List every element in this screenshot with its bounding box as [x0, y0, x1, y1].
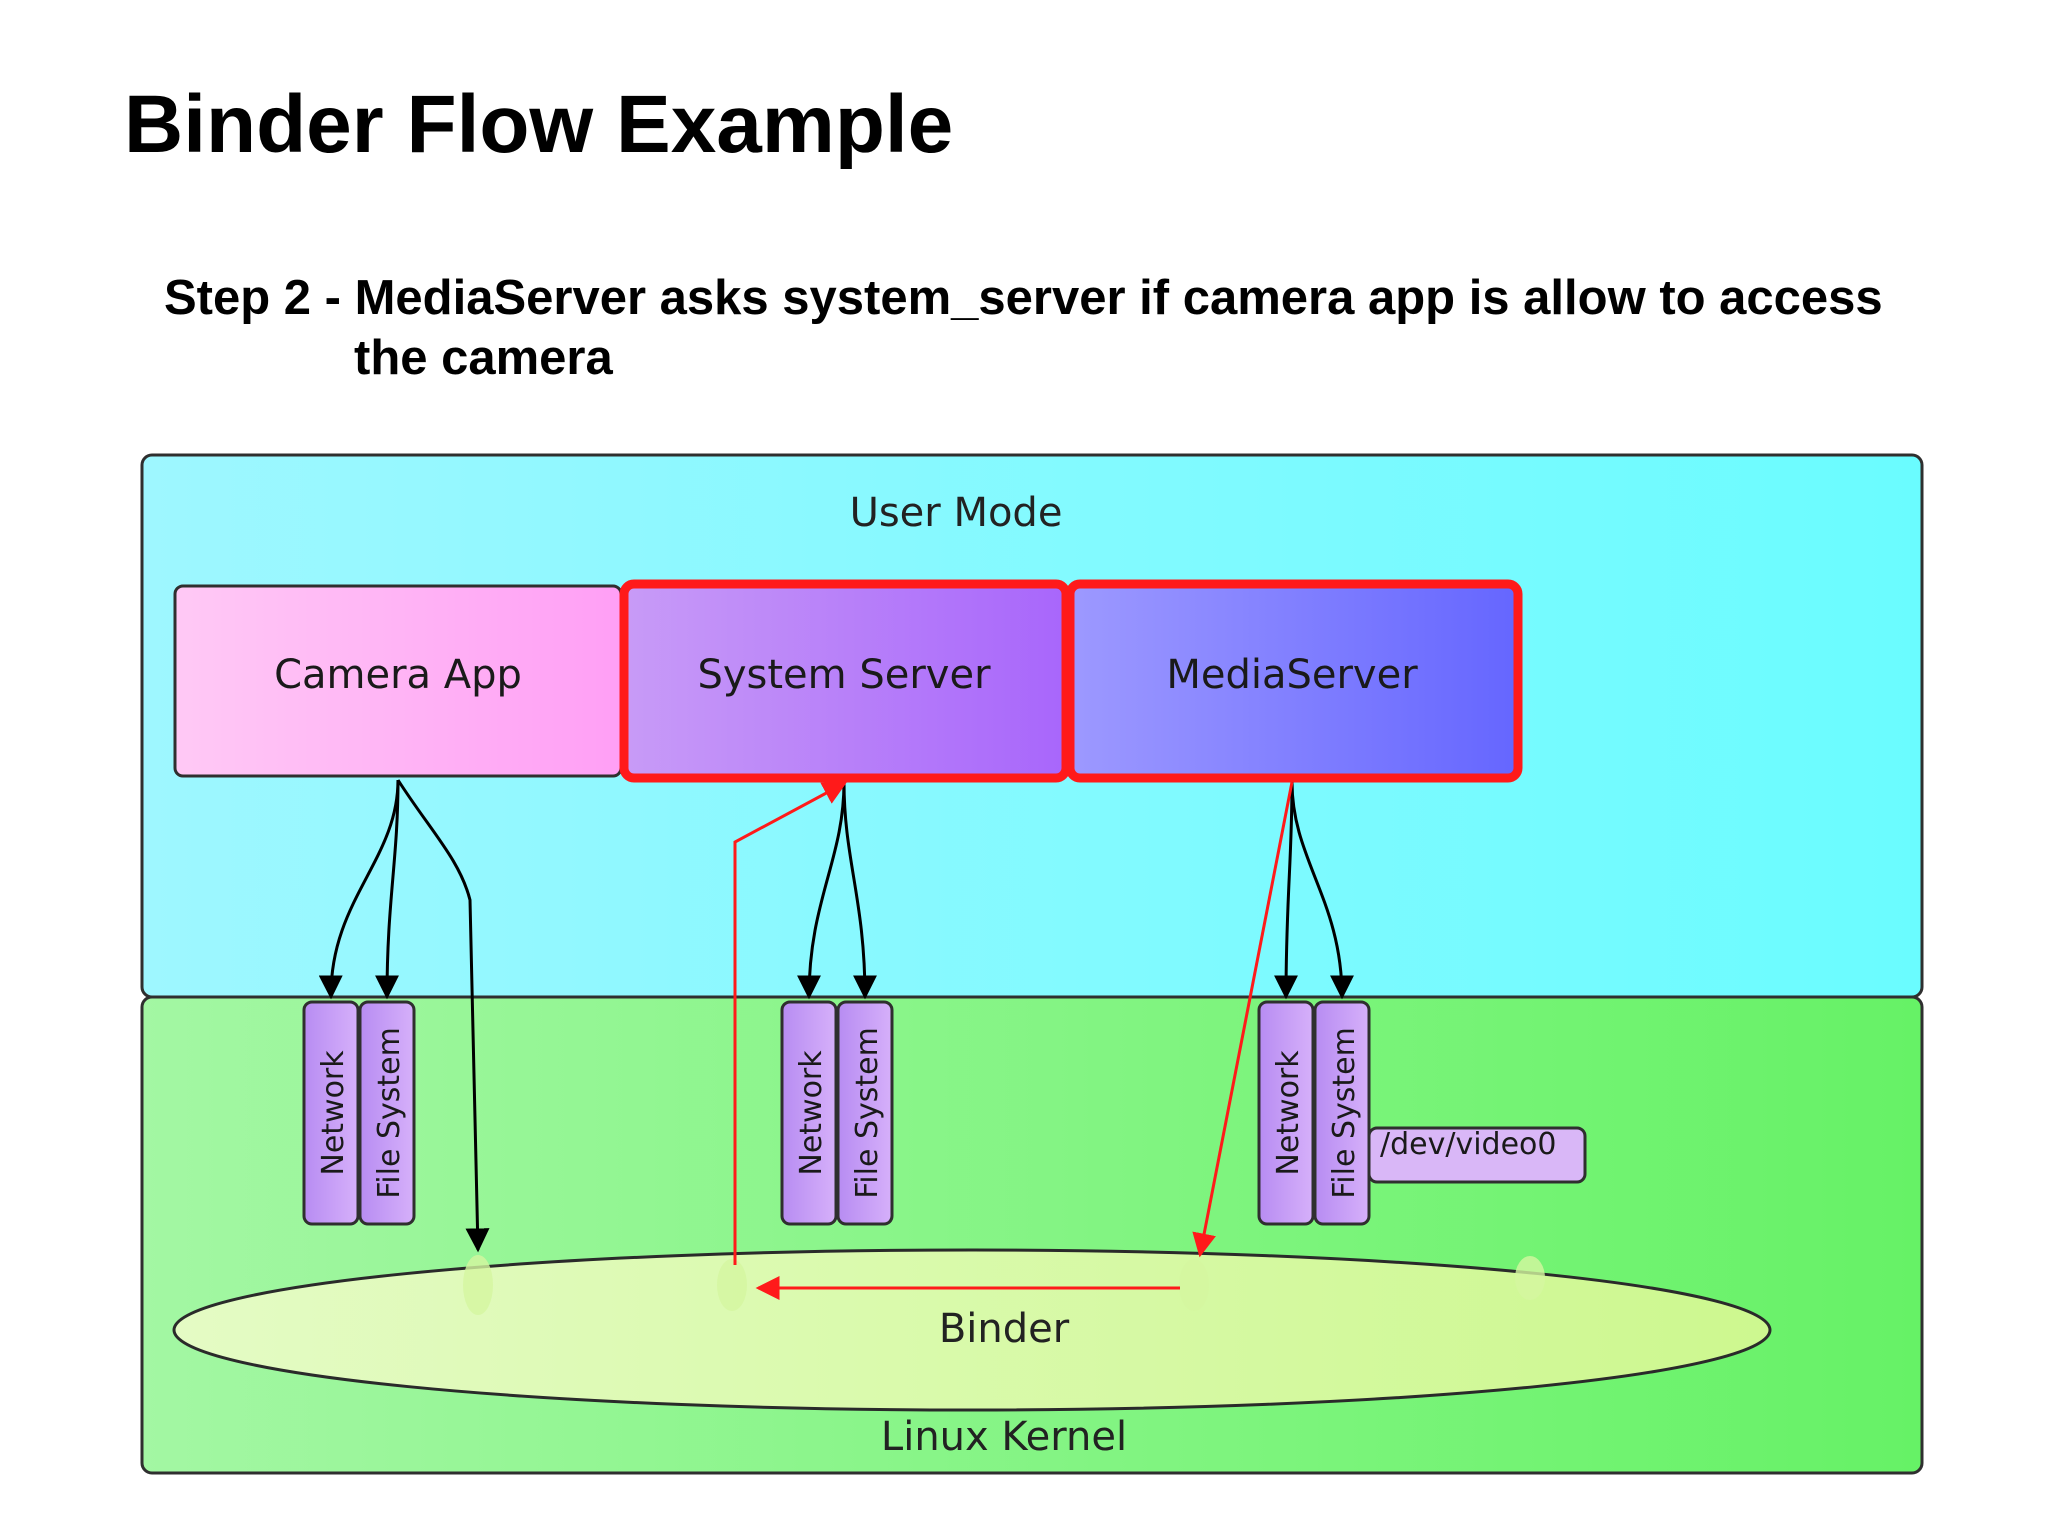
dev-video0-box [1367, 1126, 1587, 1184]
subtitle-line-2: the camera [354, 331, 613, 385]
driver-network-label: Network [316, 1050, 351, 1176]
process-camera-app: Camera App [173, 584, 623, 778]
flow-arrows [733, 781, 1294, 1300]
driver-group-camera: Network File System [302, 1000, 416, 1226]
dev-video0-label: /dev/video0 [1380, 1127, 1557, 1162]
media-server-connectors [1274, 781, 1354, 1000]
process-media-server: MediaServer [1065, 579, 1523, 783]
driver-network-label: Network [794, 1050, 829, 1176]
linux-kernel-label: Linux Kernel [881, 1414, 1127, 1460]
system-server-connectors [797, 781, 877, 1000]
camera-app-connectors [318, 779, 490, 1253]
slide-title: Binder Flow Example [124, 79, 954, 170]
driver-file-system-label: File System [850, 1027, 885, 1199]
camera-app-label: Camera App [274, 652, 522, 698]
driver-group-system: Network File System [780, 1000, 894, 1226]
flow-media-to-binder [1192, 781, 1294, 1258]
system-server-label: System Server [697, 652, 991, 698]
binder-ellipse: Binder [172, 1248, 1772, 1412]
binder-label: Binder [939, 1306, 1070, 1352]
subtitle-line-1: Step 2 - MediaServer asks system_server … [164, 271, 1883, 325]
driver-file-system-label: File System [1327, 1027, 1362, 1199]
flow-binder-to-system [733, 781, 848, 1265]
media-server-label: MediaServer [1166, 652, 1418, 698]
driver-group-media: Network File System /dev/video0 [1257, 1000, 1587, 1226]
driver-network-label: Network [1271, 1050, 1306, 1176]
slide-subtitle: Step 2 - MediaServer asks system_server … [164, 268, 2004, 388]
user-mode-label: User Mode [850, 490, 1063, 536]
process-system-server: System Server [619, 579, 1071, 783]
driver-file-system-label: File System [372, 1027, 407, 1199]
